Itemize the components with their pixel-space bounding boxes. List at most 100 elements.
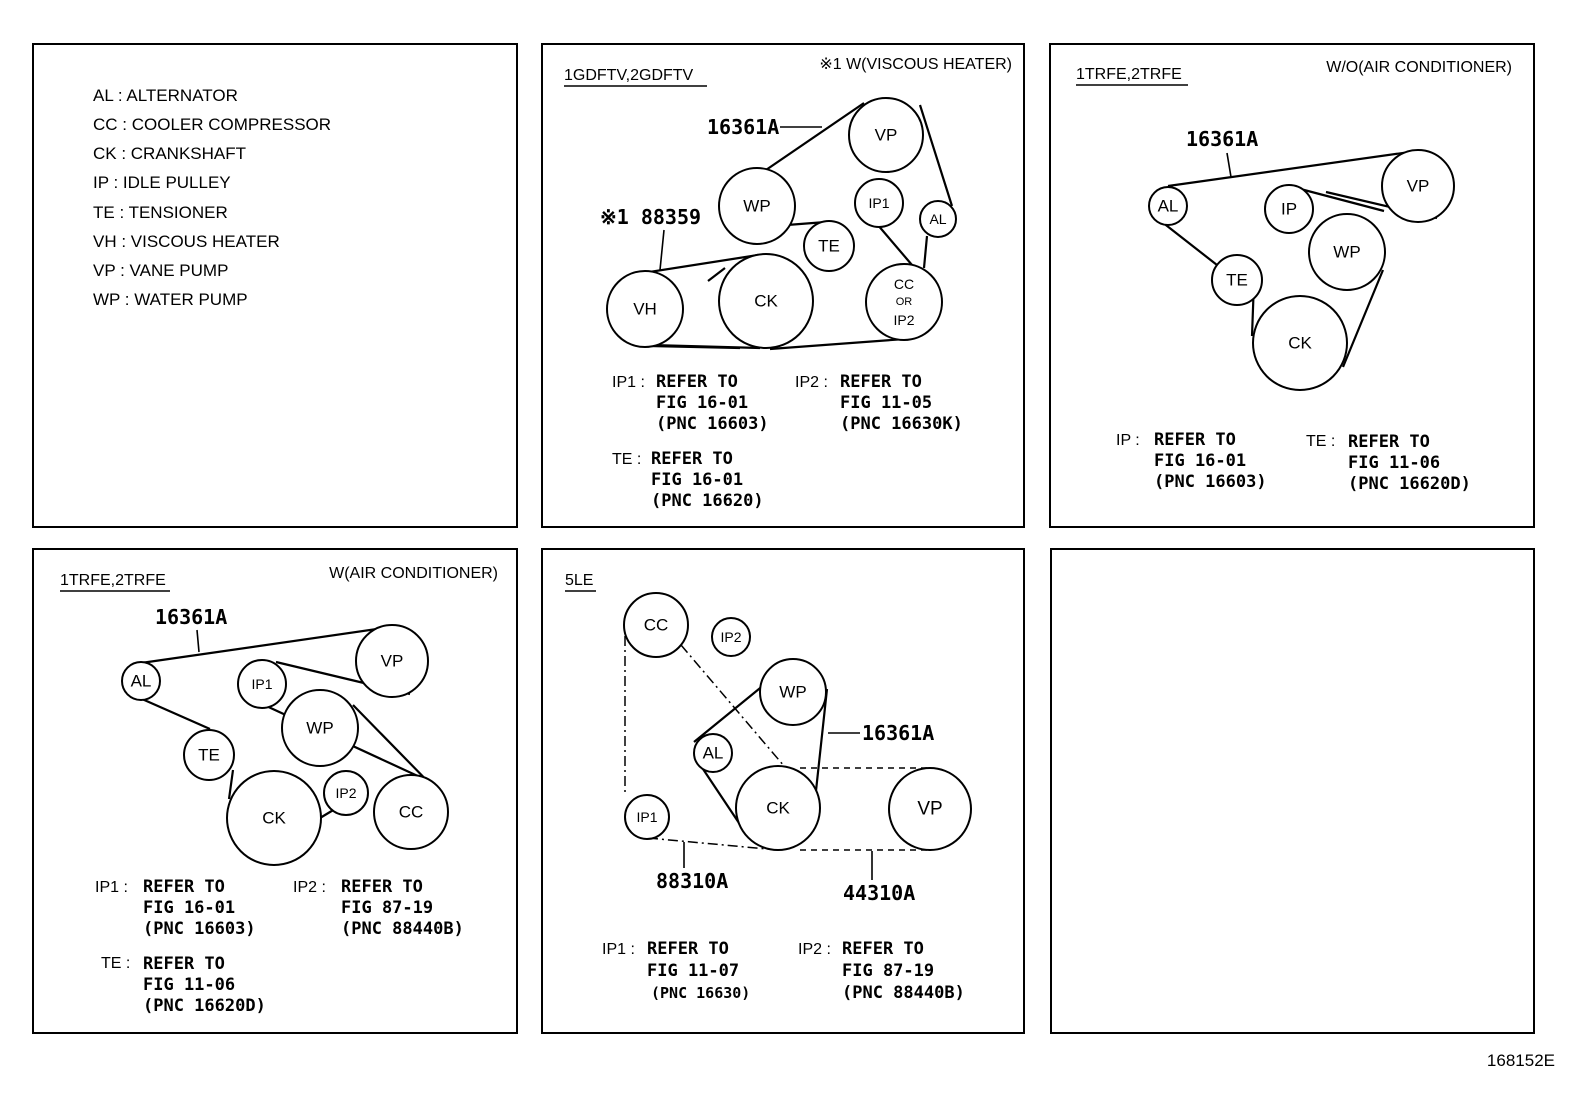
empty-panel-frame: [1050, 548, 1535, 1034]
gdftv-vh-label: VH: [633, 300, 657, 319]
gdftv-vp-pulley: [848, 97, 924, 173]
5le-ref-ip1-line3: (PNC 16630): [651, 984, 750, 1002]
gdftv-ip2-label: IP2: [893, 312, 914, 328]
5le-ip1-label: IP1: [636, 809, 657, 825]
5le-ref-ip2-line3: (PNC 88440B): [842, 983, 965, 1003]
trfe-woac-ref-ip-line3: (PNC 16603): [1154, 472, 1267, 492]
legend-panel-frame: [32, 43, 518, 528]
panel-gdftv-engine: 1GDFTV,2GDFTV: [564, 67, 694, 84]
trfe-wac-ip2-label: IP2: [335, 785, 356, 801]
trfe-wac-ref-ip2-line1: REFER TO: [341, 877, 423, 897]
trfe-woac-ref-ip-line2: FIG 16-01: [1154, 451, 1246, 471]
gdftv-ck-pulley: [718, 253, 814, 349]
legend-panel: AL : ALTERNATOR CC : COOLER COMPRESSOR C…: [32, 43, 518, 528]
gdftv-ref-te-line1: REFER TO: [651, 449, 733, 469]
gdftv-belt-main-partno: 16361A: [707, 115, 779, 139]
5le-ref-ip1: IP1 : REFER TO FIG 11-07 (PNC 16630): [602, 939, 750, 1002]
panel-5le: 5LE CC IP2 WP AL CK VP IP1 16361A 88310A…: [541, 548, 1025, 1034]
panel-trfe-woac-frame: [1049, 43, 1535, 528]
legend-item-cc: CC : COOLER COMPRESSOR: [93, 115, 331, 134]
gdftv-ref-ip1: IP1 : REFER TO FIG 16-01 (PNC 16603): [612, 372, 769, 434]
panel-trfe-wac-condition: W(AIR CONDITIONER): [329, 565, 498, 582]
gdftv-vp-label: VP: [875, 126, 898, 145]
trfe-wac-ref-ip1-line2: FIG 16-01: [143, 898, 235, 918]
trfe-woac-ref-te-line1: REFER TO: [1348, 432, 1430, 452]
trfe-wac-cc-pulley: [373, 774, 449, 850]
gdftv-belt-vh-partno: ※1 88359: [600, 205, 701, 229]
trfe-wac-ref-ip1-key: IP1 :: [95, 879, 128, 896]
5le-vp-label: VP: [917, 799, 942, 820]
5le-ref-ip1-line2: FIG 11-07: [647, 961, 739, 981]
trfe-wac-ip2-pulley: [323, 770, 369, 816]
5le-vp-pulley: [888, 767, 972, 851]
trfe-wac-ip1-label: IP1: [251, 676, 272, 692]
trfe-wac-ref-ip1: IP1 : REFER TO FIG 16-01 (PNC 16603): [95, 877, 256, 939]
5le-ref-ip1-line1: REFER TO: [647, 939, 729, 959]
trfe-wac-ck-label: CK: [262, 809, 286, 828]
trfe-wac-belt-partno: 16361A: [155, 605, 227, 629]
panel-trfe-wac: 1TRFE,2TRFE W(AIR CONDITIONER) VP AL IP1…: [32, 548, 518, 1034]
trfe-woac-ip-label: IP: [1281, 200, 1297, 219]
trfe-wac-ref-ip1-line1: REFER TO: [143, 877, 225, 897]
gdftv-ref-te-line3: (PNC 16620): [651, 491, 764, 511]
panel-5le-frame: [541, 548, 1025, 1034]
trfe-woac-al-label: AL: [1158, 197, 1179, 216]
gdftv-ref-te-key: TE :: [612, 451, 641, 468]
trfe-wac-wp-label: WP: [306, 719, 333, 738]
5le-ref-ip2-line2: FIG 87-19: [842, 961, 934, 981]
5le-ip2-label: IP2: [720, 629, 741, 645]
legend-item-wp: WP : WATER PUMP: [93, 290, 248, 309]
gdftv-ref-ip2-line1: REFER TO: [840, 372, 922, 392]
panel-trfe-woac-engine: 1TRFE,2TRFE: [1076, 66, 1182, 83]
5le-ref-ip1-key: IP1 :: [602, 941, 635, 958]
5le-cc-belt-bottom: [647, 837, 779, 851]
trfe-woac-ref-ip-key: IP :: [1116, 432, 1140, 449]
trfe-wac-te-pulley: [183, 729, 235, 781]
gdftv-ref-ip1-line3: (PNC 16603): [656, 414, 769, 434]
gdftv-ref-ip1-line2: FIG 16-01: [656, 393, 748, 413]
panel-gdftv-frame: [541, 43, 1025, 528]
trfe-wac-ref-te-key: TE :: [101, 955, 130, 972]
5le-cc-label: CC: [644, 616, 669, 635]
panel-gdftv-condition: ※1 W(VISCOUS HEATER): [819, 56, 1012, 73]
trfe-wac-wp-pulley: [281, 689, 359, 767]
trfe-wac-vp-pulley: [355, 624, 429, 698]
gdftv-vh-pulley: [606, 270, 684, 348]
panel-gdftv: 1GDFTV,2GDFTV ※1 W(VISCOUS HEATER) VP WP…: [541, 43, 1025, 528]
gdftv-al-pulley: [919, 200, 957, 238]
figure-id: 168152E: [1487, 1051, 1555, 1070]
gdftv-ip1-label: IP1: [868, 195, 889, 211]
trfe-woac-ref-te-line3: (PNC 16620D): [1348, 474, 1471, 494]
gdftv-ref-ip1-key: IP1 :: [612, 374, 645, 391]
5le-belt-main-partno: 16361A: [862, 721, 934, 745]
trfe-woac-ck-label: CK: [1288, 334, 1312, 353]
gdftv-al-label: AL: [929, 211, 946, 227]
gdftv-te-label: TE: [818, 237, 840, 256]
5le-al-pulley: [693, 733, 733, 773]
legend-item-vh: VH : VISCOUS HEATER: [93, 232, 280, 251]
trfe-woac-belt-leader: [1226, 152, 1232, 178]
legend-item-al: AL : ALTERNATOR: [93, 86, 238, 105]
trfe-wac-belt-leader: [196, 629, 200, 653]
trfe-wac-ref-te-line1: REFER TO: [143, 954, 225, 974]
gdftv-te-pulley: [803, 220, 855, 272]
trfe-wac-ref-ip2-key: IP2 :: [293, 879, 326, 896]
legend-item-ip: IP : IDLE PULLEY: [93, 173, 231, 192]
trfe-wac-ref-ip1-line3: (PNC 16603): [143, 919, 256, 939]
trfe-woac-vp-label: VP: [1407, 177, 1430, 196]
trfe-wac-cc-label: CC: [399, 803, 424, 822]
gdftv-cc-pulley: [865, 263, 943, 341]
trfe-wac-vp-label: VP: [381, 652, 404, 671]
panel-trfe-woac-condition: W/O(AIR CONDITIONER): [1326, 59, 1512, 76]
5le-belt-vp-partno: 44310A: [843, 881, 915, 905]
5le-wp-pulley: [759, 658, 827, 726]
trfe-woac-al-pulley: [1148, 186, 1188, 226]
trfe-woac-te-label: TE: [1226, 271, 1248, 290]
trfe-wac-ref-ip2: IP2 : REFER TO FIG 87-19 (PNC 88440B): [293, 877, 464, 939]
trfe-woac-wp-pulley: [1308, 213, 1386, 291]
gdftv-belt-vh-leader: [659, 229, 665, 271]
trfe-wac-ip1-pulley: [237, 659, 287, 709]
5le-al-label: AL: [703, 744, 724, 763]
gdftv-wp-pulley: [718, 167, 796, 245]
